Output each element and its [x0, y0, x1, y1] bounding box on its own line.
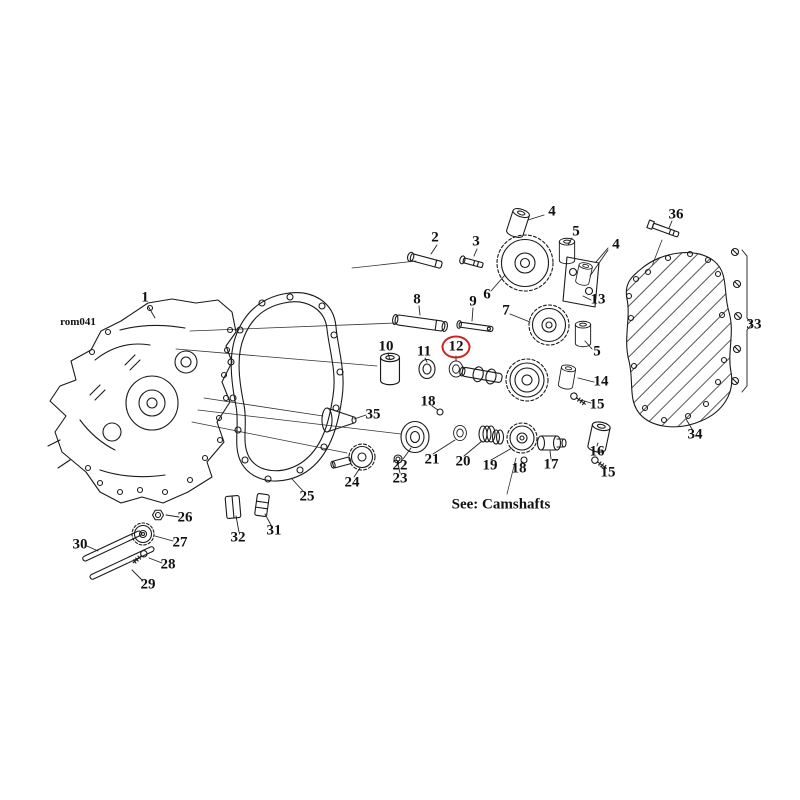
part-16-roller: [586, 419, 612, 455]
part-30-rod: [82, 530, 142, 562]
part-32-bracket: [224, 495, 242, 519]
part-10-bushing: [379, 352, 401, 386]
part-25-gasket: [227, 292, 344, 483]
part-22-bearing: [400, 420, 430, 454]
camshaft-assembly: [459, 358, 549, 402]
part-7-gear: [528, 304, 570, 346]
part-8-shaft: [392, 314, 448, 332]
part-21-washer: [453, 424, 467, 442]
part-27-gear: [131, 522, 155, 546]
part-2-pin: [406, 251, 443, 269]
part-4-roller-right: [574, 261, 594, 287]
construction-lines: [175, 239, 663, 495]
part-15-screw-top: [568, 391, 588, 408]
part-33-screw-set: [730, 247, 753, 393]
part-36-bolt: [646, 219, 680, 238]
part-9-pin: [456, 320, 494, 332]
part-4-roller: [504, 206, 532, 240]
part-34-cam-cover: [625, 250, 733, 428]
part-23-cup: [393, 454, 403, 464]
part-15-screw-bottom: [589, 455, 609, 472]
part-3-screw: [459, 255, 484, 268]
part-13-retainer-plate: [562, 256, 600, 308]
part-26-nut: [151, 509, 165, 521]
part-18-ball-left: [436, 408, 444, 416]
part-5-roller-bottom: [574, 320, 592, 348]
part-29-rod: [89, 546, 155, 580]
part-17-bushing: [536, 435, 567, 451]
part-1-crankcase: [47, 298, 237, 504]
part-31-bracket: [254, 492, 270, 518]
part-14-bushing: [557, 363, 577, 391]
diagram-code: rom041: [60, 316, 96, 328]
part-19-gear: [506, 422, 538, 454]
part-20-springs: [478, 425, 505, 445]
camshafts-note: See: Camshafts: [451, 496, 551, 513]
part-18-ball-right: [520, 456, 528, 464]
part-35-cone: [321, 407, 357, 433]
part-6-gear: [496, 234, 554, 292]
part-24-gear: [330, 443, 376, 471]
